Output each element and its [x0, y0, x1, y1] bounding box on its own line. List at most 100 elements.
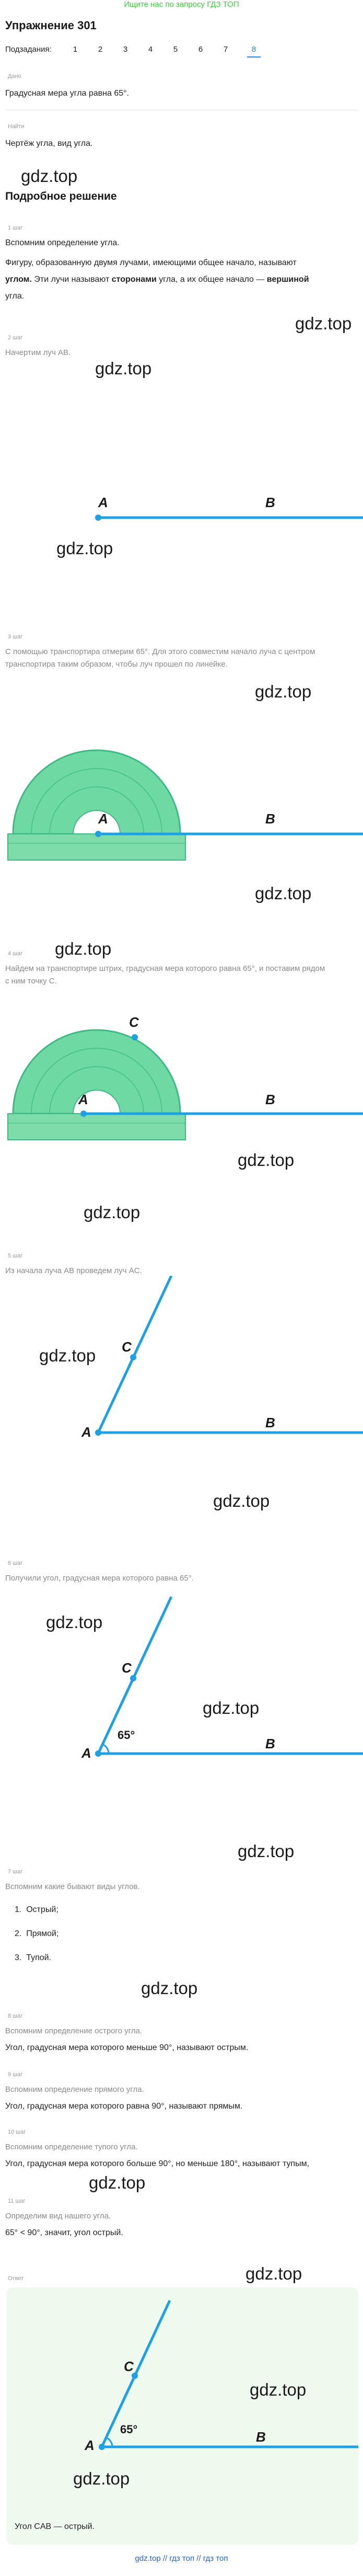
step-10-text-2: Угол, градусная мера которого больше 90°… [5, 2159, 310, 2168]
list-item: 1. Острый; [15, 1905, 58, 1914]
watermark: gdz.top [238, 1841, 295, 1861]
watermark: gdz.top [255, 884, 312, 903]
ruler [7, 833, 186, 861]
point-a-dot [95, 514, 101, 521]
step-6-text: Получили угол, градусная мера которого р… [5, 1574, 194, 1583]
subtask-7[interactable]: 7 [223, 45, 228, 54]
step-1-intro: Вспомним определение угла. [5, 238, 120, 247]
watermark: gdz.top [84, 1203, 140, 1222]
angle-arc [106, 2436, 113, 2447]
figure-angle-step-5: A B C [81, 1276, 363, 1440]
ray-ac [97, 1276, 173, 1434]
subtask-6[interactable]: 6 [198, 45, 203, 54]
step-2-text: Начертим луч AB. [5, 348, 71, 357]
watermark: gdz.top [295, 314, 352, 333]
point-a-label: A [84, 2437, 95, 2453]
step-6-label: 6 шаг [8, 1560, 23, 1566]
list-item: 3. Тупой. [15, 1953, 52, 1962]
point-c-dot [132, 2373, 138, 2379]
figure-angle-step-6: A B C 65° [81, 1596, 363, 1761]
watermark: gdz.top [46, 1612, 103, 1632]
point-a-dot [99, 2444, 105, 2450]
step-9-label: 9 шаг [8, 2071, 23, 2078]
point-c-label: C [122, 1660, 132, 1676]
subtask-2[interactable]: 2 [98, 45, 103, 54]
point-b-label: B [265, 1415, 275, 1430]
watermark: gdz.top [238, 1150, 295, 1170]
ray-ac [97, 1596, 173, 1755]
term-vertex: вершиной [266, 275, 309, 284]
answer-label: Ответ [8, 2275, 24, 2282]
list-item: 2. Прямой; [15, 1929, 59, 1938]
point-b-label: B [265, 1736, 275, 1751]
point-a-dot [95, 831, 101, 837]
subtask-1[interactable]: 1 [73, 45, 78, 54]
angle-value-label: 65° [120, 2423, 137, 2436]
step-1-definition-line-2: углом. Эти лучи называют сторонами угла,… [5, 275, 309, 284]
find-text: Чертёж угла, вид угла. [5, 139, 93, 148]
term-angle: углом. [5, 275, 32, 284]
watermark: gdz.top [39, 1346, 96, 1365]
subtask-8[interactable]: 8 [251, 45, 256, 54]
step-4-text-1: Найдем на транспортире штрих, градусная … [5, 964, 325, 973]
find-label: Найти [8, 123, 25, 130]
step-7-label: 7 шаг [8, 1869, 23, 1875]
figure-protractor-step-3: A B [7, 749, 363, 861]
point-b-label: B [265, 811, 275, 827]
point-a-label: A [78, 1092, 88, 1107]
step-8-text-2: Угол, градусная мера которого меньше 90°… [5, 2043, 249, 2052]
page-title: Упражнение 301 [5, 19, 97, 32]
angle-arc [102, 1743, 110, 1754]
step-9-text-1: Вспомним определение прямого угла. [5, 2085, 144, 2094]
step-10-label: 10 шаг [8, 2129, 26, 2135]
step-3-text-1: С помощью транспортира отмерим 65°. Для … [5, 647, 315, 656]
point-a-dot [95, 1750, 101, 1757]
given-label: Дано [8, 73, 21, 79]
watermark: gdz.top [95, 359, 152, 378]
answer-text: Угол CAB — острый. [15, 2522, 95, 2531]
step-1-label: 1 шаг [8, 225, 23, 231]
figure-protractor-step-4: A B C [7, 1014, 363, 1140]
watermark: gdz.top [73, 2469, 130, 2488]
watermark: gdz.top [141, 1978, 198, 1998]
bottom-links[interactable]: gdz.top // гдз топ // гдз топ [135, 2554, 228, 2563]
subtasks-label: Подзадания: [5, 45, 52, 54]
step-4-label: 4 шаг [8, 951, 23, 957]
point-c-label: C [129, 1014, 139, 1030]
point-b-label: B [265, 495, 275, 510]
watermark: gdz.top [21, 166, 78, 186]
point-a-label: A [98, 495, 108, 510]
step-1-definition-line-1: Фигуру, образованную двумя лучами, имеющ… [5, 258, 297, 267]
step-5-text: Из начала луча AB проведем луч AC. [5, 1266, 142, 1275]
term-sides: сторонами [111, 275, 157, 284]
step-8-text-1: Вспомним определение острого угла. [5, 2027, 143, 2035]
solution-heading: Подробное решение [5, 190, 117, 202]
watermark: gdz.top [245, 2264, 302, 2283]
point-c-label: C [124, 2359, 134, 2374]
point-b-label: B [265, 1092, 275, 1107]
point-c-dot [130, 1675, 136, 1681]
point-c-dot [130, 1354, 136, 1360]
point-b-label: B [256, 2429, 266, 2445]
figure-answer-angle: A B C 65° [84, 2299, 358, 2453]
step-11-text-2: 65° < 90°, значит, угол острый. [5, 2228, 123, 2237]
step-8-label: 8 шаг [8, 2013, 23, 2019]
watermark: gdz.top [55, 939, 112, 958]
point-c-dot [132, 1034, 138, 1040]
step-11-label: 11 шаг [8, 2198, 26, 2204]
subtask-3[interactable]: 3 [123, 45, 128, 54]
point-a-label: A [98, 811, 108, 827]
step-4-text-2: с ним точку C. [5, 977, 57, 986]
step-3-label: 3 шаг [8, 634, 23, 640]
subtask-4[interactable]: 4 [148, 45, 153, 54]
top-search-link[interactable]: Ищите нас по запросу ГДЗ ТОП [124, 0, 239, 9]
watermark: gdz.top [213, 1491, 270, 1510]
angle-value-label: 65° [118, 1728, 135, 1742]
active-subtask-indicator [247, 56, 261, 58]
step-1-definition-line-3: угла. [5, 292, 25, 301]
answer-box [6, 2287, 358, 2545]
point-a-dot [80, 1110, 87, 1117]
subtask-5[interactable]: 5 [173, 45, 178, 54]
watermark: gdz.top [89, 2173, 146, 2192]
step-3-text-2: транспортира таким образом, чтобы луч пр… [5, 660, 228, 669]
